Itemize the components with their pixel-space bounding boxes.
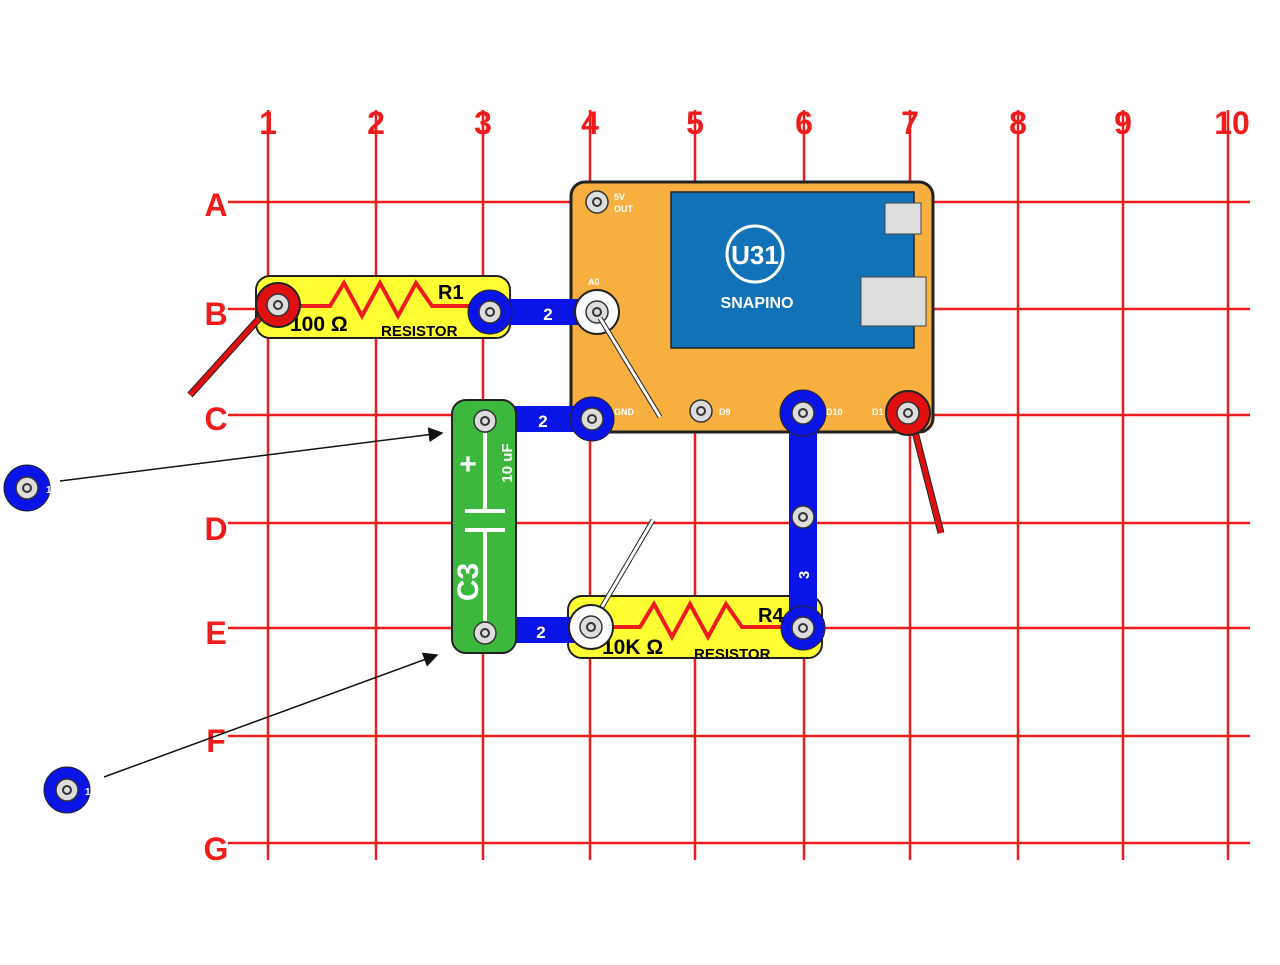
r1-label: R1 — [438, 282, 464, 304]
wire-c6-e6[interactable]: 3 — [779, 389, 827, 651]
column-label: 6 — [795, 105, 813, 141]
pin-label-gnd: GND — [614, 407, 635, 417]
column-label: 5 — [686, 105, 704, 141]
jumper-wire-b1[interactable] — [187, 282, 301, 398]
reset-button-icon — [884, 202, 922, 235]
u31-badge-icon — [725, 224, 785, 284]
column-label: 7 — [901, 105, 919, 141]
arrow-icon — [103, 652, 439, 778]
row-label: F — [206, 723, 226, 759]
polarity-marker: + — [459, 448, 477, 481]
row-label: D — [204, 511, 227, 547]
loose-snap-1[interactable]: 1 — [3, 464, 52, 512]
wire-length-label: 3 — [796, 571, 813, 579]
r1-value: 100 Ω — [290, 313, 348, 336]
wire-length-label: 2 — [536, 623, 545, 642]
capacitor-c3[interactable]: + 10 uF C3 — [451, 399, 517, 654]
row-label: A — [204, 187, 227, 223]
row-label: G — [204, 831, 229, 867]
jumper-wire-d11[interactable] — [885, 390, 945, 534]
r4-value: 10K Ω — [602, 636, 663, 659]
snapino-id: U31 — [731, 240, 779, 270]
column-labels: 1 2 3 4 5 6 7 8 9 10 — [259, 105, 1250, 141]
resistor-symbol-icon — [290, 278, 480, 321]
wire-length-label: 2 — [543, 305, 552, 324]
c3-value: 10 uF — [499, 443, 516, 482]
snap-5v — [585, 190, 609, 214]
r4-type: RESISTOR — [694, 646, 771, 663]
row-label: B — [204, 296, 227, 332]
r1-type: RESISTOR — [381, 323, 458, 340]
wire-length-label: 2 — [538, 412, 547, 431]
pin-label-d10: D10 — [826, 407, 843, 417]
column-label: 8 — [1009, 105, 1027, 141]
column-label: 3 — [474, 105, 492, 141]
pin-label-d9: D9 — [719, 407, 731, 417]
pin-label-5v: 5V — [614, 192, 625, 202]
c3-label: C3 — [452, 563, 485, 601]
snap-length-label: 1 — [46, 485, 52, 496]
snapino-name: SNAPINO — [721, 295, 794, 312]
snap-length-label: 1 — [85, 787, 91, 798]
row-label: E — [205, 615, 226, 651]
capacitor-symbol-icon — [465, 433, 505, 621]
snapino-module[interactable]: U31 SNAPINO 5V OUT A0 GND D9 D10 D1 — [569, 180, 935, 434]
snap-d9 — [689, 399, 713, 423]
column-label: 4 — [581, 105, 599, 141]
column-label: 9 — [1114, 105, 1132, 141]
pin-label-d11: D1 — [872, 407, 884, 417]
resistor-symbol-icon — [600, 599, 790, 642]
arrow-icon — [59, 427, 444, 482]
row-label: C — [204, 401, 227, 437]
pin-label-a0: A0 — [588, 277, 600, 287]
pin-label-out: OUT — [614, 204, 634, 214]
column-label: 10 — [1214, 105, 1250, 141]
r4-label: R4 — [758, 605, 784, 627]
row-labels: A B C D E F G — [204, 187, 229, 867]
column-label: 2 — [367, 105, 385, 141]
column-label: 1 — [259, 105, 277, 141]
usb-port-icon — [860, 276, 927, 327]
loose-snap-2[interactable]: 1 — [43, 766, 91, 814]
